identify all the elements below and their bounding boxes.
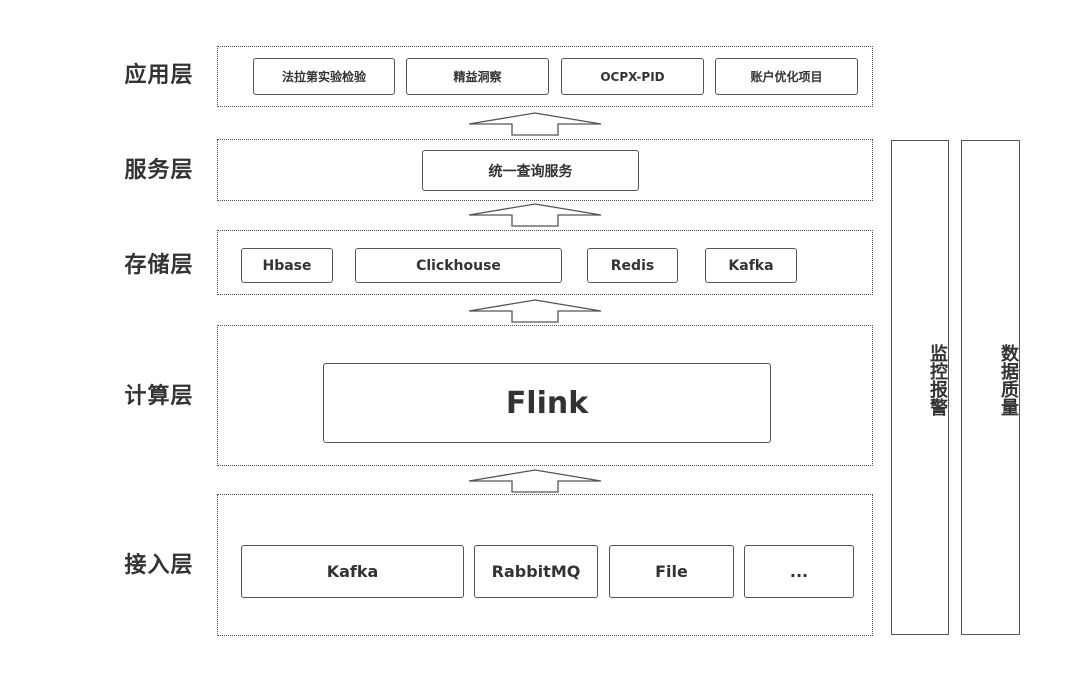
up-arrow-icon (468, 299, 602, 323)
application-node-faraday: 法拉第实验检验 (253, 58, 395, 95)
ingestion-node-file: File (609, 545, 734, 598)
service-node-unified-query: 统一查询服务 (422, 150, 639, 191)
application-node-account-optimization: 账户优化项目 (715, 58, 858, 95)
application-node-insight: 精益洞察 (406, 58, 549, 95)
ingestion-layer-box: Kafka RabbitMQ File ... (217, 494, 873, 636)
ingestion-node-more: ... (744, 545, 854, 598)
up-arrow-icon (468, 203, 602, 227)
compute-layer-label: 计算层 (124, 384, 194, 409)
ingestion-node-kafka: Kafka (241, 545, 464, 598)
data-quality-label: 数据质量 (998, 344, 1019, 416)
storage-node-kafka: Kafka (705, 248, 797, 283)
compute-node-flink: Flink (323, 363, 771, 443)
up-arrow-icon (468, 469, 602, 493)
service-layer-label: 服务层 (124, 158, 194, 183)
application-node-ocpx-pid: OCPX-PID (561, 58, 704, 95)
up-arrow-icon (468, 112, 602, 136)
storage-layer-label: 存储层 (124, 253, 194, 278)
storage-node-clickhouse: Clickhouse (355, 248, 562, 283)
storage-layer-box: Hbase Clickhouse Redis Kafka (217, 230, 873, 295)
application-layer-box: 法拉第实验检验 精益洞察 OCPX-PID 账户优化项目 (217, 46, 873, 107)
application-layer-label: 应用层 (124, 63, 194, 88)
storage-node-redis: Redis (587, 248, 678, 283)
compute-layer-box: Flink (217, 325, 873, 466)
data-quality-panel: 数据质量 (961, 140, 1020, 635)
ingestion-layer-label: 接入层 (124, 553, 194, 578)
monitoring-alert-label: 监控报警 (927, 344, 948, 416)
monitoring-alert-panel: 监控报警 (891, 140, 949, 635)
service-layer-box: 统一查询服务 (217, 139, 873, 201)
ingestion-node-rabbitmq: RabbitMQ (474, 545, 598, 598)
storage-node-hbase: Hbase (241, 248, 333, 283)
